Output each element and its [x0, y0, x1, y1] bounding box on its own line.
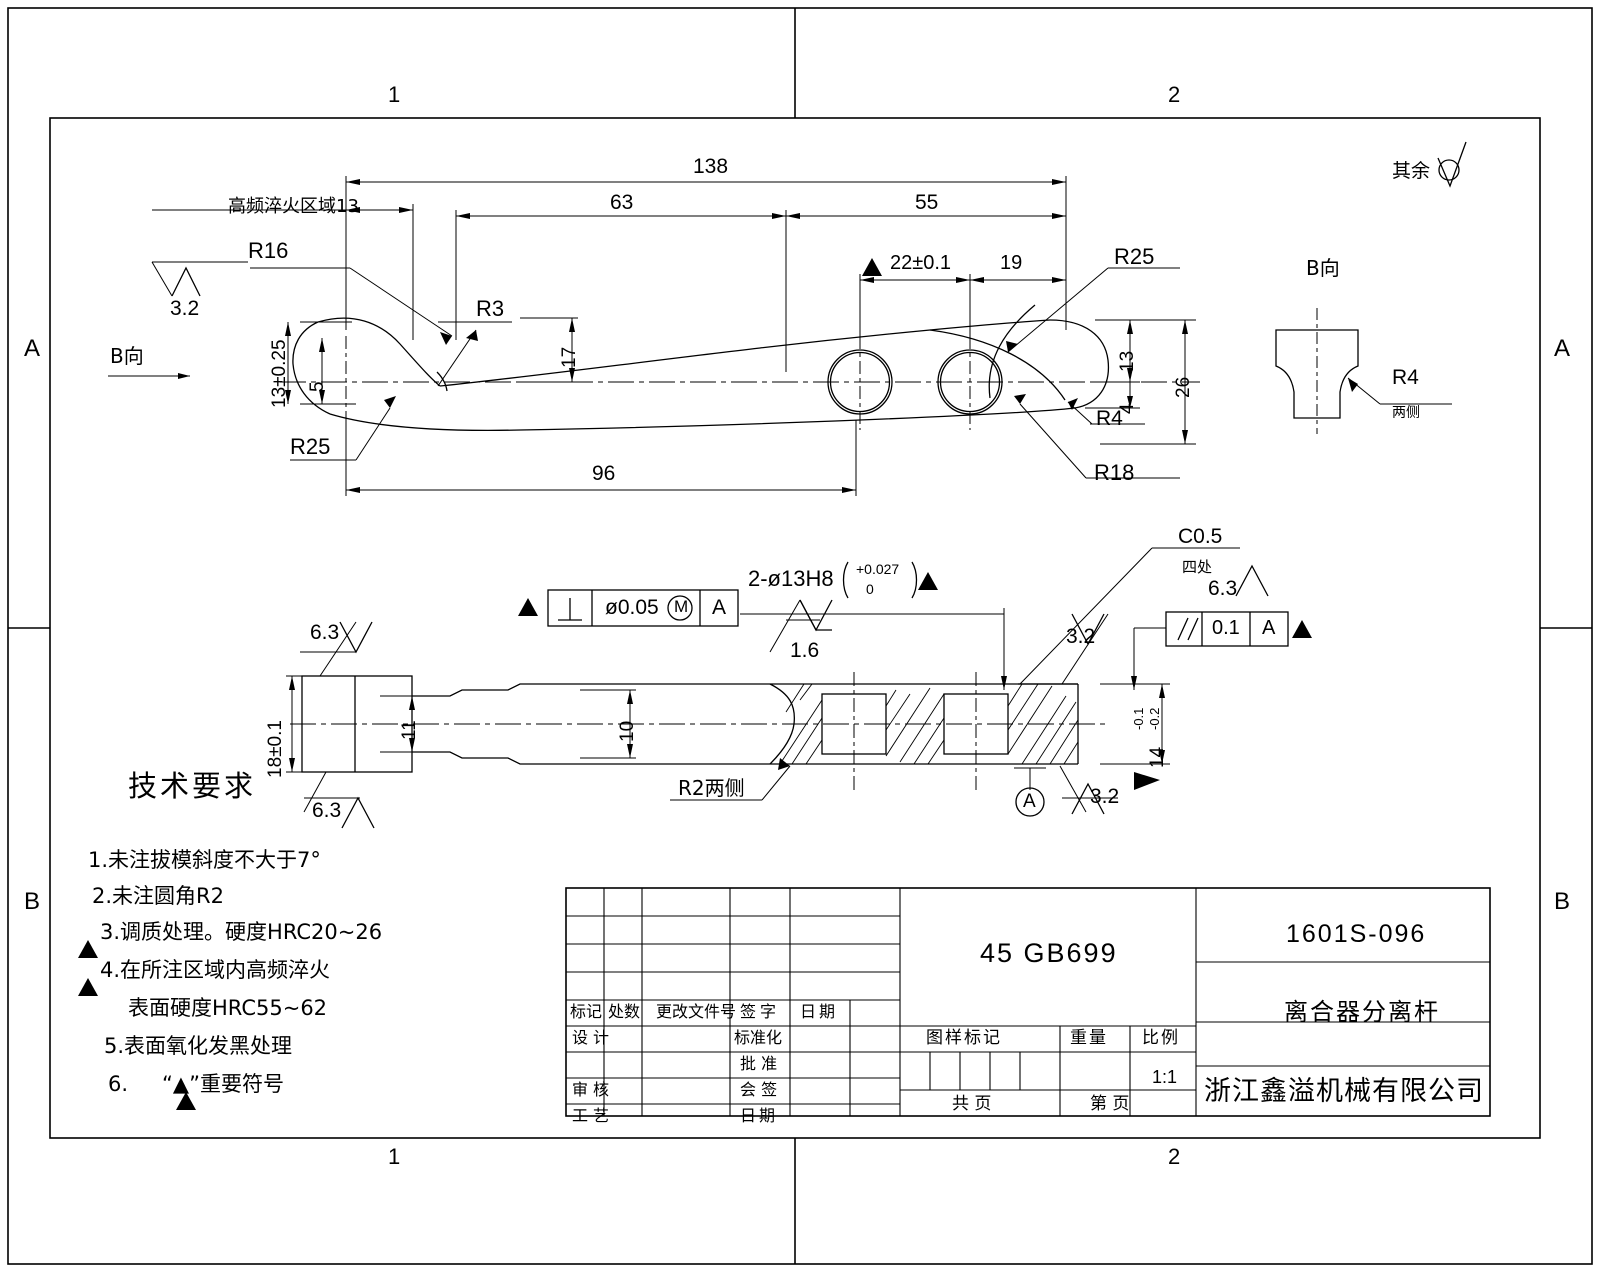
part-number: 1601S-096 — [1286, 920, 1427, 948]
finish-6-3-top: 6.3 — [310, 621, 340, 644]
rev-header-0: 标记 — [570, 1002, 603, 1021]
dim-22: 22±0.1 — [890, 252, 952, 274]
role-process: 工艺 — [572, 1106, 615, 1125]
tech-note-5: 5.表面氧化发黑处理 — [104, 1034, 293, 1058]
dim-18: 18±0.1 — [265, 720, 286, 778]
finish-1-6: 1.6 — [790, 639, 820, 662]
zone-label-right-a: A — [1554, 335, 1571, 362]
part-name: 离合器分离杆 — [1284, 998, 1440, 1026]
rev-header-4: 日期 — [800, 1002, 839, 1021]
tech-note-1: 1.未注拔模斜度不大于7° — [88, 848, 321, 872]
page-number-label: 第 页 — [1090, 1094, 1130, 1114]
mid-header-scale: 比例 — [1142, 1028, 1180, 1048]
dim-26: 26 — [1173, 376, 1194, 398]
general-finish-note: 其余 — [1392, 160, 1431, 182]
dim-14-tol-lower: -0.2 — [1147, 707, 1162, 730]
dim-19: 19 — [1000, 252, 1023, 274]
zone-label-right-b: B — [1554, 888, 1571, 915]
company-name: 浙江鑫溢机械有限公司 — [1204, 1076, 1484, 1107]
chamfer-sub: 四处 — [1182, 558, 1213, 576]
rev-header-3: 签字 — [740, 1002, 781, 1021]
zone-label-bottom-2: 2 — [1168, 1144, 1181, 1169]
scale-value: 1:1 — [1152, 1067, 1178, 1087]
dim-14: 14 — [1147, 746, 1168, 768]
gdt-perp-modifier: M — [674, 597, 689, 616]
dim-11: 11 — [399, 720, 420, 740]
role-date: 日期 — [740, 1106, 779, 1125]
fillet-r2-note: R2两侧 — [678, 776, 745, 800]
side-view-b-title: B向 — [1306, 256, 1340, 280]
tech-note-4b: 表面硬度HRC55~62 — [128, 996, 328, 1020]
gdt-par-tolerance: 0.1 — [1212, 617, 1240, 639]
tech-note-2: 2.未注圆角R2 — [92, 884, 224, 908]
gdt-perp-datum: A — [712, 596, 727, 619]
zone-label-top-2: 2 — [1168, 82, 1181, 107]
finish-3-2-topleft: 3.2 — [170, 297, 200, 320]
role-design: 设计 — [572, 1028, 615, 1047]
mid-header-marking: 图样标记 — [926, 1028, 1002, 1048]
gdt-par-datum: A — [1262, 617, 1276, 639]
role-countersign: 会 签 — [740, 1080, 778, 1099]
side-view-radius-r4: R4 — [1392, 366, 1419, 389]
gdt-perp-tolerance: ø0.05 — [605, 596, 659, 619]
material-spec: 45 GB699 — [980, 938, 1118, 968]
chamfer-c05: C0.5 — [1178, 525, 1223, 548]
rev-header-2: 更改文件号 — [656, 1002, 737, 1021]
datum-a-label: A — [1023, 791, 1036, 812]
view-arrow-b-label: B向 — [110, 344, 144, 368]
hole-tol-lower: 0 — [866, 581, 874, 597]
radius-r16: R16 — [248, 238, 289, 263]
rev-header-1: 处数 — [608, 1002, 641, 1021]
dim-17: 17 — [559, 346, 580, 368]
zone-label-top-1: 1 — [388, 82, 401, 107]
role-check: 审核 — [572, 1080, 615, 1099]
finish-3-2-upper: 3.2 — [1066, 625, 1096, 648]
dim-138: 138 — [693, 155, 729, 178]
hole-callout: 2-ø13H8 — [748, 566, 834, 591]
tech-note-6: 6.“▲”重要符号 — [108, 1072, 284, 1096]
quench-zone-note: 高频淬火区域13 — [228, 196, 359, 217]
finish-6-3-bottom: 6.3 — [312, 799, 342, 822]
dim-63: 63 — [610, 191, 634, 214]
hole-tol-upper: +0.027 — [856, 561, 900, 577]
tech-note-3: 3.调质处理。硬度HRC20~26 — [100, 920, 383, 944]
radius-r25-right: R25 — [1114, 244, 1155, 269]
role-standardize: 标准化 — [734, 1028, 783, 1047]
dim-10: 10 — [617, 720, 638, 742]
finish-6-3-right: 6.3 — [1208, 577, 1238, 600]
zone-label-left-b: B — [24, 888, 41, 915]
radius-r3: R3 — [476, 296, 505, 321]
dim-96: 96 — [592, 462, 616, 485]
dim-14-tol-upper: -0.1 — [1131, 707, 1146, 730]
dim-55: 55 — [915, 191, 939, 214]
radius-r25-left: R25 — [290, 434, 331, 459]
dim-5: 5 — [307, 381, 328, 392]
radius-r18: R18 — [1094, 460, 1135, 485]
zone-label-bottom-1: 1 — [388, 1144, 401, 1169]
tech-note-4: 4.在所注区域内高频淬火 — [100, 958, 331, 982]
zone-label-left-a: A — [24, 335, 41, 362]
side-view-radius-sub: 两侧 — [1392, 405, 1420, 421]
dim-13: 13 — [1117, 350, 1138, 372]
radius-r4-top: R4 — [1096, 407, 1123, 430]
mid-header-weight: 重量 — [1070, 1028, 1108, 1048]
dim-13-tol: 13±0.25 — [269, 339, 290, 408]
finish-3-2-lower: 3.2 — [1090, 785, 1120, 808]
role-approve: 批 准 — [740, 1054, 778, 1073]
tech-notes-heading: 技术要求 — [128, 769, 257, 803]
page-total-label: 共 页 — [952, 1094, 992, 1114]
